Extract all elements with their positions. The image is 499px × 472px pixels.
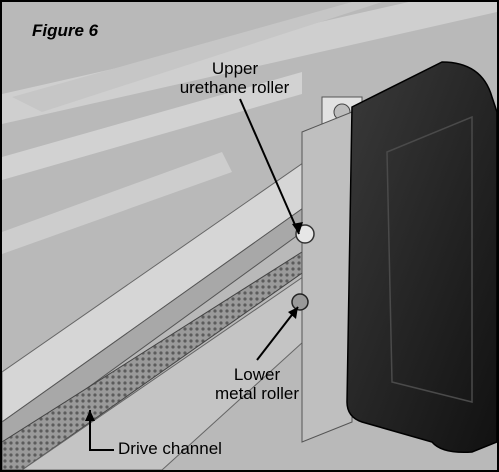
rear-slat (2, 152, 232, 254)
drive-channel-label: Drive channel (118, 439, 222, 458)
lower-roller-leader (256, 306, 299, 361)
housing-panel-outline (386, 115, 473, 403)
drive-channel-arrowhead (85, 410, 95, 421)
upper-roller-arrowhead (292, 222, 303, 234)
mounting-plate (301, 111, 353, 443)
upper-roller-label-line1: Upper (211, 59, 259, 78)
lower-roller-label-line2: metal roller (214, 384, 300, 403)
figure-title: Figure 6 (32, 21, 99, 40)
rear-slat (2, 72, 302, 180)
rear-slat (12, 2, 382, 112)
drive-channel-leader (89, 410, 114, 451)
rear-slat (2, 2, 497, 124)
lower-metal-roller (291, 293, 309, 311)
lower-roller-label-line1: Lower (233, 365, 281, 384)
drive-channel-mesh (2, 251, 334, 470)
upper-roller-leader (239, 98, 300, 235)
lower-roller-arrowhead (288, 307, 298, 319)
upper-roller-label-line2: urethane roller (179, 78, 290, 97)
black-housing (346, 61, 497, 454)
